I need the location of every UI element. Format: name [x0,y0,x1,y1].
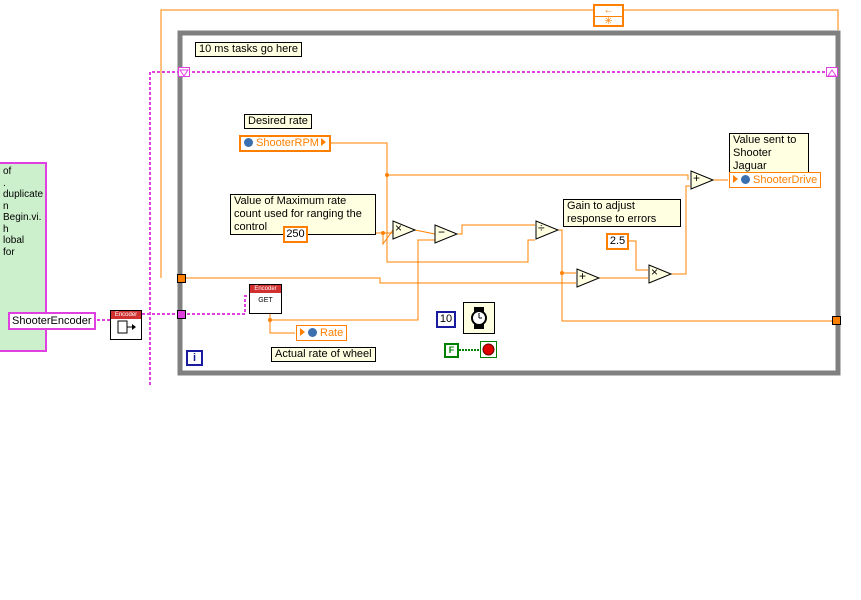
refnum-tunnel-left[interactable] [177,310,186,319]
shooter-encoder-refnum[interactable]: ShooterEncoder [8,312,96,330]
divide-node[interactable]: ÷ [535,220,560,240]
max-count-constant[interactable]: 250 [283,226,308,243]
shift-down-icon [179,69,189,77]
comment-line: n [3,200,9,212]
rate-label: Rate [320,327,344,339]
encoder-get-header: Encoder [250,285,281,293]
while-loop-frame [177,30,841,376]
desired-rate-label: Desired rate [244,114,312,129]
shift-asterisk-icon: ✳ [595,16,622,27]
shooter-drive-indicator[interactable]: ShooterDrive [729,172,822,188]
arrow-right-icon [320,138,326,146]
global-icon [308,328,317,337]
loop-tunnel-left[interactable] [177,274,186,283]
stop-false-constant[interactable]: F [444,343,459,358]
shift-register-top[interactable]: ← ✳ [593,4,624,27]
arrow-right-icon [300,328,305,336]
iteration-terminal[interactable]: i [186,350,203,366]
gain-label: Gain to adjust response to errors [563,199,681,227]
operator-symbol: × [651,265,659,279]
arrow-right-icon [733,175,738,183]
stop-icon [482,343,495,356]
multiply-node-1[interactable]: × [392,220,417,240]
loop-tunnel-right[interactable] [832,316,841,325]
shift-register-right[interactable] [826,67,838,77]
operator-symbol: − [438,225,446,239]
triangle-icon [690,170,715,190]
wait-ms-function[interactable] [463,302,495,334]
operator-symbol: ÷ [538,221,545,235]
multiply-node-2[interactable]: × [648,264,673,284]
rate-indicator[interactable]: Rate [296,325,348,341]
refnum-wire-to-get [142,295,250,315]
comment-line: duplicate [3,189,44,200]
encoder-get-label: GET [258,297,273,304]
shooter-rpm-control[interactable]: ShooterRPM [239,135,331,152]
add-node-2[interactable]: + [690,170,715,190]
value-sent-label: Value sent to Shooter Jaguar [729,133,809,174]
operator-symbol: + [579,269,587,283]
operator-symbol: + [693,171,701,185]
shift-arrow-icon: ← [603,5,614,16]
triangle-icon [648,264,673,284]
stop-terminal[interactable] [480,341,497,358]
refnum-wire-shift [149,71,832,385]
shift-register-left[interactable] [178,67,190,77]
add-node-1[interactable]: + [576,268,601,288]
comment-line: h [3,223,9,235]
task-comment: 10 ms tasks go here [195,42,303,57]
operator-symbol: × [395,221,403,235]
encoder-ref-header: Encoder [111,311,141,319]
global-icon [741,175,750,184]
gain-constant[interactable]: 2.5 [606,233,629,250]
global-icon [244,138,253,147]
comment-line: for [3,246,15,258]
boolean-wire [459,349,481,351]
wait-ms-constant[interactable]: 10 [436,311,456,328]
shift-up-icon [827,69,837,77]
watch-icon [471,307,487,329]
feedback-wire [160,9,839,278]
comment-line: . [3,177,6,189]
comment-line: lobal [3,235,25,246]
encoder-ref-icon [117,320,136,334]
triangle-icon [535,220,560,240]
shooter-rpm-label: ShooterRPM [256,137,319,149]
subtract-node[interactable]: − [434,224,459,244]
triangle-icon [392,220,417,240]
comment-line: Begin.vi. [3,212,42,223]
triangle-icon [434,224,459,244]
encoder-ref-subvi[interactable]: Encoder [110,310,142,340]
comment-line: of [3,166,12,177]
actual-rate-label: Actual rate of wheel [271,347,376,362]
encoder-get-subvi[interactable]: Encoder GET [249,284,282,314]
triangle-icon [576,268,601,288]
shooter-drive-label: ShooterDrive [753,174,818,186]
